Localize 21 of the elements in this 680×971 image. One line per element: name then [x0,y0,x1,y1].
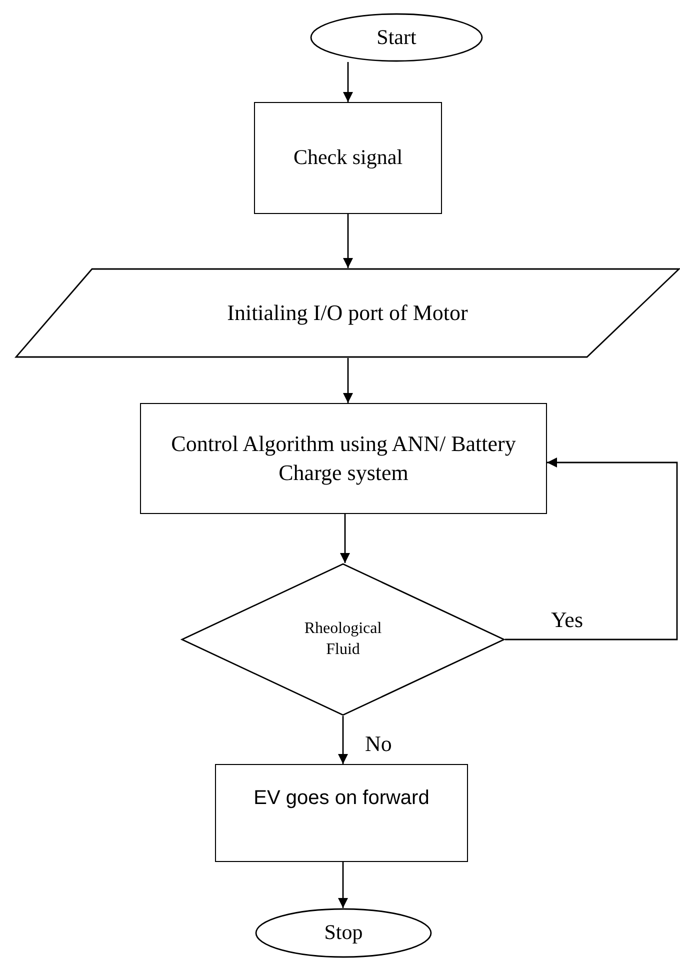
process-box [140,403,547,514]
node-text: Start [376,24,416,51]
arrow [338,862,348,908]
input-output-parallelogram [15,268,680,358]
start-terminal [310,13,483,62]
node-text: Check signal [293,144,403,172]
node-text: Stop [324,919,363,946]
node-text: Initialing I/O port of Motor [227,298,468,327]
arrow [343,214,353,268]
arrow [340,514,350,563]
arrow [505,458,678,640]
process-box [254,102,442,214]
arrow [343,358,353,403]
process-box [215,764,468,862]
stop-terminal [255,908,432,958]
arrow [338,716,348,764]
arrow [343,62,353,102]
node-text: EV goes on forward [254,786,430,811]
node-text: Rheological Fluid [303,618,383,660]
node-text: Control Algorithm using ANN/ Battery Charge system [170,430,517,487]
decision-diamond [181,563,505,716]
